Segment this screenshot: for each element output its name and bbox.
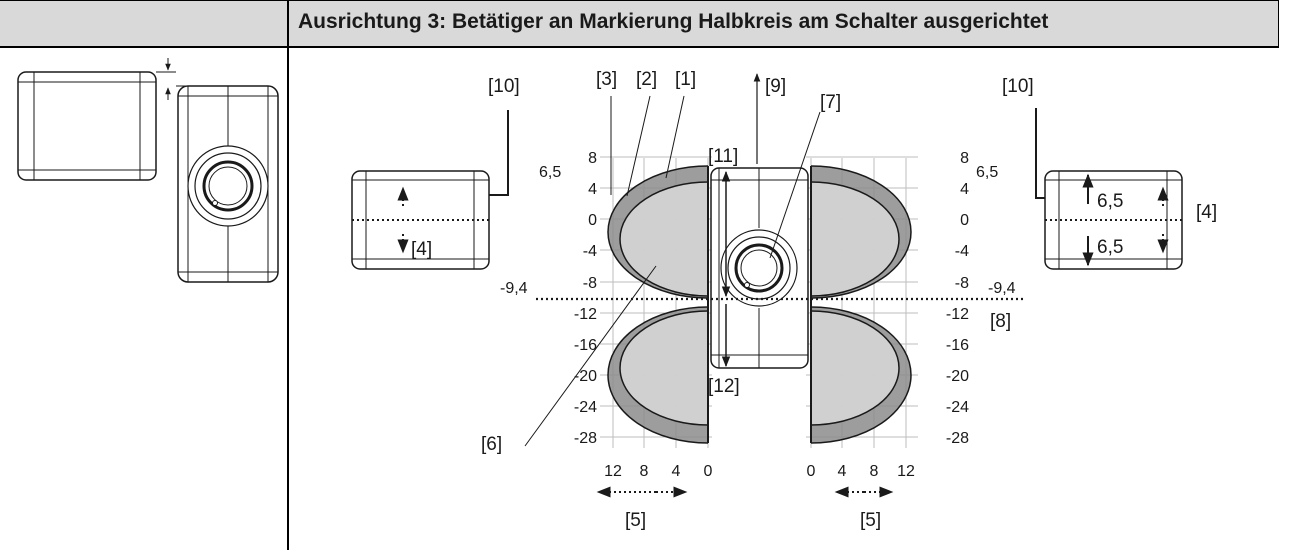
zone-inner-lower-left [619,310,708,426]
x-tick-left: 12 [604,463,622,480]
y-tick-right: 0 [960,212,969,229]
y-tick-right: 8 [960,150,969,167]
y-tick-left: -20 [574,368,597,385]
dimension-lower-right: 6,5 [1097,237,1123,258]
zone-inner-upper-right [811,181,900,297]
callout-10-right: [10] [1002,76,1034,97]
y-tick-left: -12 [574,306,597,323]
detection-zones-right [811,165,912,444]
x-tick-right: 12 [897,463,915,480]
y-tick-left: 0 [588,212,597,229]
x-tick-left: 0 [704,463,713,480]
left-side-view [17,58,186,181]
marker-low-right: -9,4 [988,280,1016,297]
marker-high-right: 6,5 [976,164,998,181]
actuator-left [351,110,509,270]
zone-inner-lower-right [811,310,900,426]
y-tick-left: -16 [574,337,597,354]
callout-3: [3] [596,69,617,90]
callout-9: [9] [765,76,786,97]
actuator-right [1035,108,1183,270]
column-divider [287,0,289,550]
x-tick-right: 0 [807,463,816,480]
y-tick-left: -8 [583,275,597,292]
y-tick-left: 8 [588,150,597,167]
y-tick-right: -4 [955,243,969,260]
y-tick-left: 4 [588,181,597,198]
x-tick-left: 4 [672,463,681,480]
callout-1: [1] [675,69,696,90]
table-top-border [0,0,1279,1]
callout-8: [8] [990,311,1011,332]
callout-4-right: [4] [1196,202,1217,223]
y-tick-right: -28 [946,430,969,447]
callout-4-left: [4] [411,239,432,260]
dimension-upper-right: 6,5 [1097,191,1123,212]
callout-10-left: [10] [488,76,520,97]
detection-zones-left [607,165,708,444]
callout-11: [11] [708,146,738,167]
y-tick-left: -4 [583,243,597,260]
central-switch [710,167,809,369]
x-tick-left: 8 [640,463,649,480]
marker-high-left: 6,5 [539,164,561,181]
callout-12: [12] [708,376,740,397]
header-title: Ausrichtung 3: Betätiger an Markierung H… [298,10,1049,33]
y-tick-right: -16 [946,337,969,354]
callout-6: [6] [481,434,502,455]
x-tick-right: 8 [870,463,879,480]
callout-5-left: [5] [625,510,646,531]
left-front-view [177,85,279,283]
callout-2: [2] [636,69,657,90]
x-tick-right: 4 [838,463,847,480]
zone-inner-upper-left [619,181,708,297]
callout-7: [7] [820,92,841,113]
y-tick-right: 4 [960,181,969,198]
header-right-cell [288,0,1279,46]
axis-labels: 8 4 0 -4 -8 -12 -16 -20 -24 -28 8 4 0 -4… [500,150,1016,480]
y-tick-right: -20 [946,368,969,385]
y-tick-left: -24 [574,399,597,416]
y-tick-right: -24 [946,399,969,416]
y-tick-right: -12 [946,306,969,323]
marker-low-left: -9,4 [500,280,528,297]
y-tick-right: -8 [955,275,969,292]
y-tick-left: -28 [574,430,597,447]
table-right-border [1278,0,1279,47]
callout-labels: [10] [3] [2] [1] [9] [7] [10] [11] [12] … [411,69,1217,531]
header-divider [0,46,1279,48]
leader-lines [524,73,894,498]
header-left-cell [0,0,288,46]
callout-5-right: [5] [860,510,881,531]
